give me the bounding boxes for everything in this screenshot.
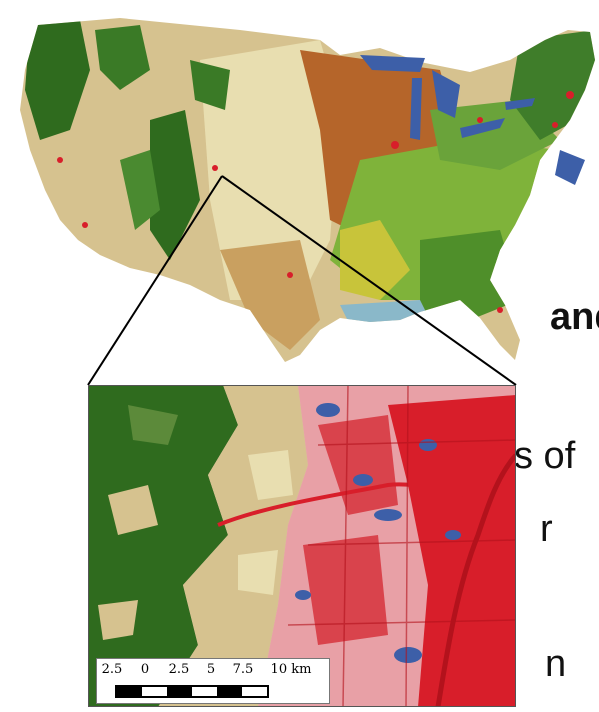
scale-tick-label: 10 km: [270, 662, 312, 677]
scale-bar-graphic: [115, 685, 269, 698]
us-land-cover-regions: [20, 18, 595, 362]
scale-labels: 2.5 0 2.5 5 7.5 10 km: [97, 662, 329, 678]
scale-tick-label: 0: [140, 662, 150, 677]
us-land-cover-map: [20, 18, 595, 362]
coastal-water: [555, 150, 585, 185]
scale-tick-label: 7.5: [232, 662, 254, 677]
slide-text-and: and: [550, 296, 599, 338]
scale-bar: 2.5 0 2.5 5 7.5 10 km: [96, 658, 330, 704]
scale-tick-label: 2.5: [101, 662, 123, 677]
slide-text-r: r: [540, 508, 553, 550]
inset-zoom-map: [88, 385, 516, 707]
scale-tick-label: 5: [206, 662, 216, 677]
slide-text-s-of: s of: [514, 435, 576, 477]
slide-text-n: n: [545, 643, 567, 685]
great-lakes: [360, 55, 535, 140]
scale-tick-label: 2.5: [168, 662, 190, 677]
